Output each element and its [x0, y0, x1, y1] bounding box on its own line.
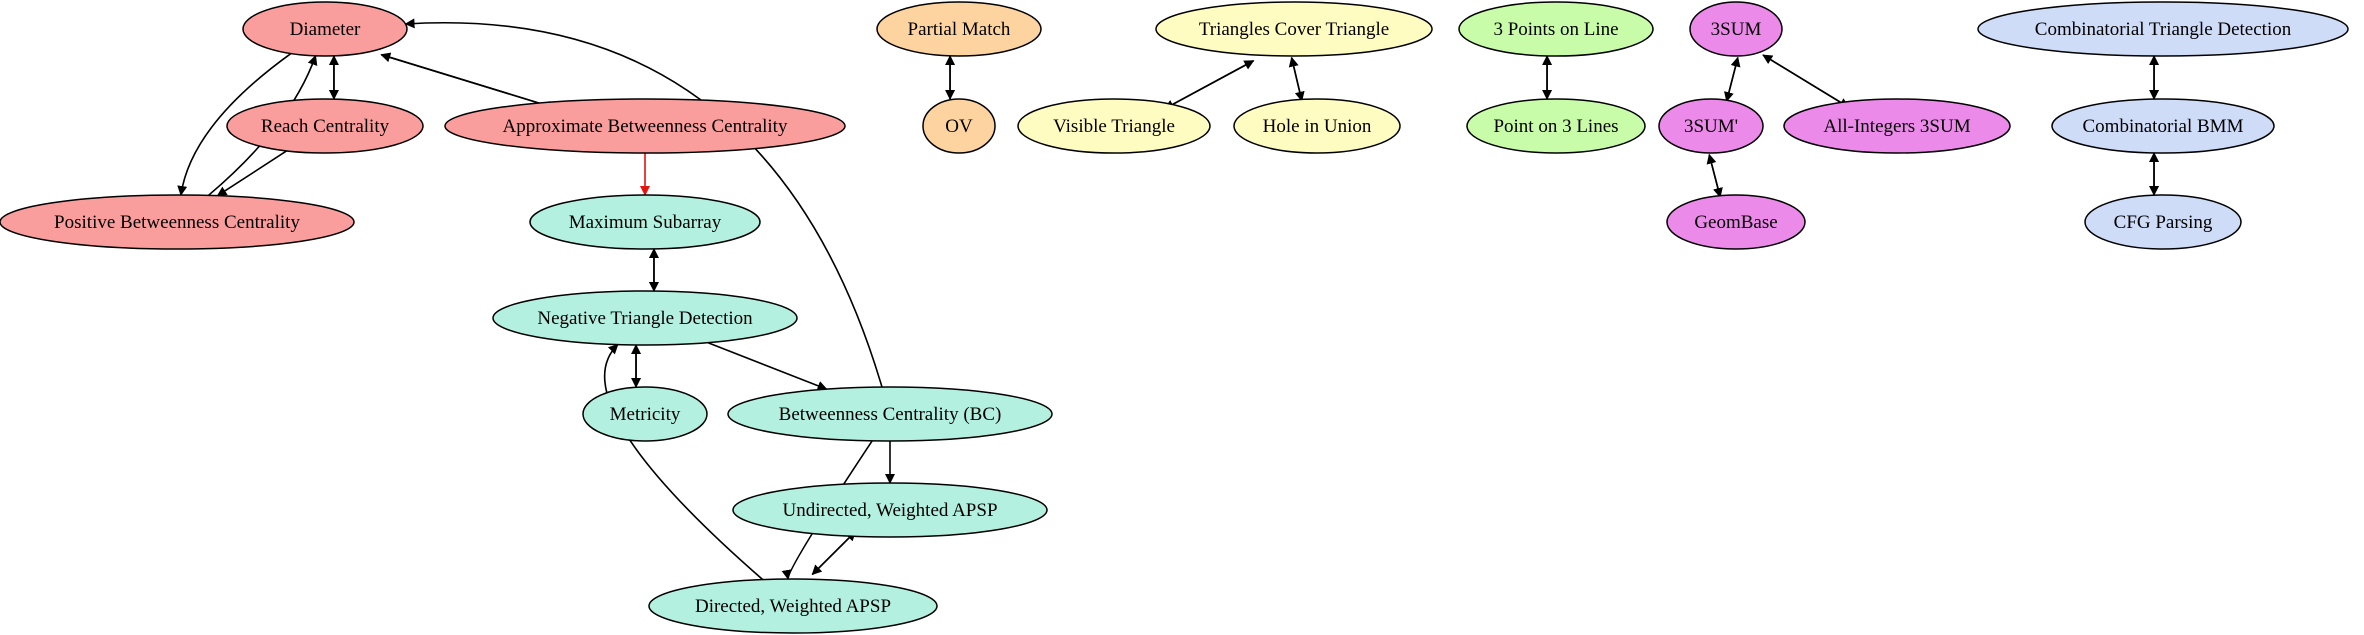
node-label: Combinatorial BMM: [2083, 116, 2244, 137]
node-ellipse: [2084, 194, 2242, 250]
node-ellipse: [732, 482, 1048, 538]
node-label: Maximum Subarray: [569, 212, 722, 233]
node-pos-bc: Positive Betweenness Centrality: [0, 194, 355, 250]
node-ellipse: [1977, 1, 2349, 57]
node-label: Visible Triangle: [1053, 116, 1175, 137]
edge-dir_apsp-to-und_apsp: [811, 530, 857, 575]
node-ellipse: [922, 98, 996, 154]
edge-geombase-to-sum3p: [1706, 153, 1721, 198]
node-ov: OV: [922, 98, 996, 154]
node-label: Metricity: [610, 404, 681, 425]
node-label: Combinatorial Triangle Detection: [2035, 19, 2292, 40]
edge-approx_bc-to-diameter: [380, 52, 557, 110]
node-ellipse: [1233, 98, 1401, 154]
node-ellipse: [1666, 194, 1806, 250]
node-label: 3 Points on Line: [1493, 19, 1618, 40]
node-partial: Partial Match: [876, 1, 1042, 57]
node-comb-bmm: Combinatorial BMM: [2051, 98, 2275, 154]
node-label: Positive Betweenness Centrality: [54, 212, 300, 233]
node-ellipse: [1458, 1, 1654, 57]
node-ellipse: [1658, 98, 1764, 154]
node-approx-bc: Approximate Betweenness Centrality: [444, 98, 846, 154]
node-ellipse: [648, 578, 938, 634]
node-label: Approximate Betweenness Centrality: [503, 116, 788, 137]
node-bc: Betweenness Centrality (BC): [727, 386, 1053, 442]
node-label: OV: [945, 116, 973, 137]
node-ellipse: [444, 98, 846, 154]
node-diameter: Diameter: [242, 1, 408, 57]
node-allint: All-Integers 3SUM: [1783, 98, 2011, 154]
node-max-sub: Maximum Subarray: [529, 194, 761, 250]
node-label: Betweenness Centrality (BC): [779, 404, 1002, 425]
node-comb-tri: Combinatorial Triangle Detection: [1977, 1, 2349, 57]
node-ellipse: [2051, 98, 2275, 154]
edge-bc-to-dir_apsp: [781, 440, 873, 581]
edge-allint-to-sum3: [1762, 54, 1849, 108]
node-ellipse: [1783, 98, 2011, 154]
node-neg-tri: Negative Triangle Detection: [492, 290, 798, 346]
node-und-apsp: Undirected, Weighted APSP: [732, 482, 1048, 538]
node-sum3: 3SUM: [1689, 1, 1783, 57]
node-label: Diameter: [290, 19, 361, 40]
node-three-pts: 3 Points on Line: [1458, 1, 1654, 57]
node-tri-cover: Triangles Cover Triangle: [1155, 1, 1433, 57]
node-ellipse: [226, 98, 424, 154]
node-label: 3SUM': [1684, 116, 1738, 137]
node-sum3p: 3SUM': [1658, 98, 1764, 154]
node-ellipse: [1155, 1, 1433, 57]
edge-neg_tri-to-bc: [707, 341, 828, 391]
edge-reach-to-pos_bc: [216, 150, 288, 197]
node-reach: Reach Centrality: [226, 98, 424, 154]
node-metricity: Metricity: [582, 386, 708, 442]
node-label: 3SUM: [1711, 19, 1762, 40]
node-ellipse: [1017, 98, 1211, 154]
node-ellipse: [492, 290, 798, 346]
node-ellipse: [242, 1, 408, 57]
node-label: CFG Parsing: [2114, 212, 2213, 233]
edge-dir_apsp-to-neg_tri: [603, 343, 764, 581]
node-dir-apsp: Directed, Weighted APSP: [648, 578, 938, 634]
node-label: Point on 3 Lines: [1493, 116, 1618, 137]
edge-vis_tri-to-tri_cover: [1164, 60, 1255, 110]
node-vis-tri: Visible Triangle: [1017, 98, 1211, 154]
node-label: Reach Centrality: [261, 116, 390, 137]
node-ellipse: [0, 194, 355, 250]
edge-diameter-to-pos_bc: [177, 52, 292, 196]
node-ellipse: [1689, 1, 1783, 57]
node-label: Undirected, Weighted APSP: [782, 500, 997, 521]
node-label: All-Integers 3SUM: [1823, 116, 1970, 137]
node-ellipse: [727, 386, 1053, 442]
node-ellipse: [582, 386, 708, 442]
node-hole: Hole in Union: [1233, 98, 1401, 154]
node-label: GeomBase: [1694, 212, 1777, 233]
node-label: Partial Match: [908, 19, 1011, 40]
edge-sum3p-to-sum3: [1725, 56, 1741, 102]
node-cfg: CFG Parsing: [2084, 194, 2242, 250]
node-label: Hole in Union: [1263, 116, 1372, 137]
node-ellipse: [1466, 98, 1646, 154]
node-label: Negative Triangle Detection: [537, 308, 753, 329]
node-ellipse: [876, 1, 1042, 57]
node-pt-lines: Point on 3 Lines: [1466, 98, 1646, 154]
edge-hole-to-tri_cover: [1288, 56, 1303, 101]
node-geombase: GeomBase: [1666, 194, 1806, 250]
node-label: Triangles Cover Triangle: [1199, 19, 1389, 40]
node-label: Directed, Weighted APSP: [695, 596, 891, 617]
node-ellipse: [529, 194, 761, 250]
